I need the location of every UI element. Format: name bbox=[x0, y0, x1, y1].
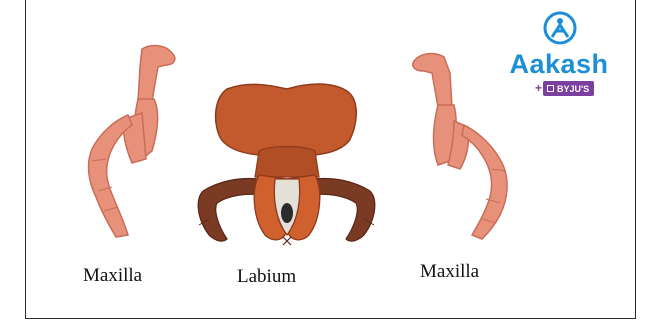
maxilla-left-label: Maxilla bbox=[83, 265, 142, 287]
badge-square-icon bbox=[547, 85, 554, 92]
logo-wordmark: Aakash bbox=[499, 51, 619, 78]
logo-badge-text: BYJU'S bbox=[557, 84, 589, 94]
logo-badge-plus: + bbox=[535, 81, 542, 95]
maxilla-right-label: Maxilla bbox=[420, 261, 479, 283]
labium-illustration bbox=[189, 79, 384, 247]
aakash-emblem-icon bbox=[543, 11, 577, 45]
maxilla-left-illustration bbox=[54, 41, 194, 246]
mentum-shape bbox=[216, 84, 357, 155]
labium-label: Labium bbox=[237, 266, 296, 288]
aakash-byjus-logo: Aakash + BYJU'S bbox=[499, 11, 619, 101]
figure-frame: Maxilla Labium Maxilla Aakash + BYJU'S bbox=[25, 0, 636, 319]
logo-badge: + BYJU'S bbox=[543, 81, 594, 96]
